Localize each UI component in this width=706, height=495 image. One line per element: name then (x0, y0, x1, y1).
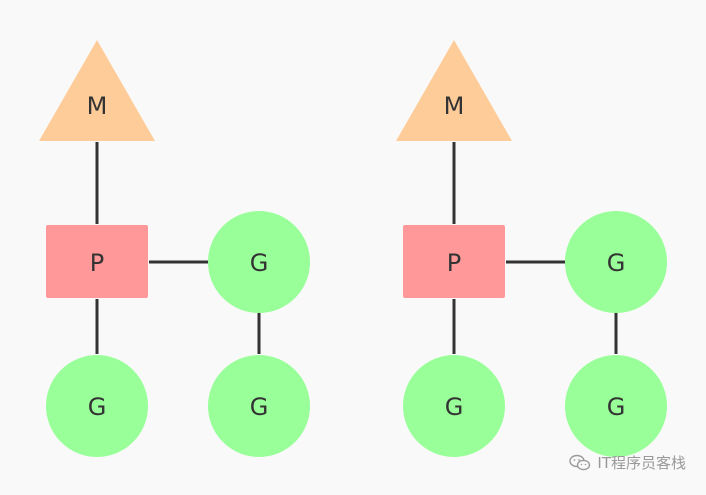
left-goroutine-queued (46, 355, 148, 457)
right-group: M P G G G (396, 40, 667, 457)
right-machine-label: M (444, 92, 465, 120)
right-processor-label: P (447, 249, 461, 277)
right-processor-box (403, 225, 505, 298)
left-processor-box (46, 225, 148, 298)
right-goroutine-queued-2 (565, 355, 667, 457)
watermark-text: IT程序员客栈 (597, 454, 686, 472)
right-goroutine-queued-2-label: G (607, 393, 626, 421)
left-machine-label: M (87, 92, 108, 120)
left-processor-label: P (90, 249, 104, 277)
right-goroutine-running (565, 211, 667, 313)
right-goroutine-queued-label: G (445, 393, 464, 421)
left-goroutine-running (208, 211, 310, 313)
left-machine-triangle (39, 40, 155, 141)
left-goroutine-running-label: G (250, 249, 269, 277)
watermark: IT程序员客栈 (569, 452, 686, 473)
left-goroutine-queued-label: G (88, 393, 107, 421)
right-goroutine-queued (403, 355, 505, 457)
left-goroutine-queued-2-label: G (250, 393, 269, 421)
left-goroutine-queued-2 (208, 355, 310, 457)
right-goroutine-running-label: G (607, 249, 626, 277)
left-group: M P G G G (39, 40, 310, 457)
right-machine-triangle (396, 40, 512, 141)
wechat-icon (569, 454, 591, 470)
